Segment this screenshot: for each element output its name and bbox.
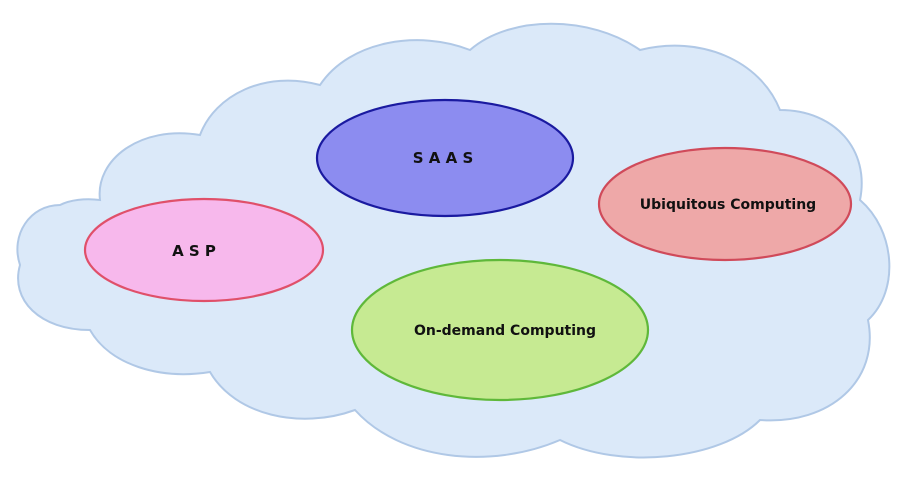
asp-ellipse [83,197,325,303]
saas-ellipse [315,98,575,218]
ubiquitous-ellipse [597,146,853,262]
cloud-shape [16,22,891,459]
on-demand-ellipse [350,258,650,402]
node-asp: A S P [83,197,325,303]
on-demand-label: On-demand Computing [414,323,596,339]
asp-label: A S P [172,242,216,260]
node-ubiquitous: Ubiquitous Computing [597,146,853,262]
saas-label: S A A S [413,149,474,167]
ubiquitous-label: Ubiquitous Computing [640,197,816,213]
node-saas: S A A S [315,98,575,218]
node-on-demand: On-demand Computing [350,258,650,402]
